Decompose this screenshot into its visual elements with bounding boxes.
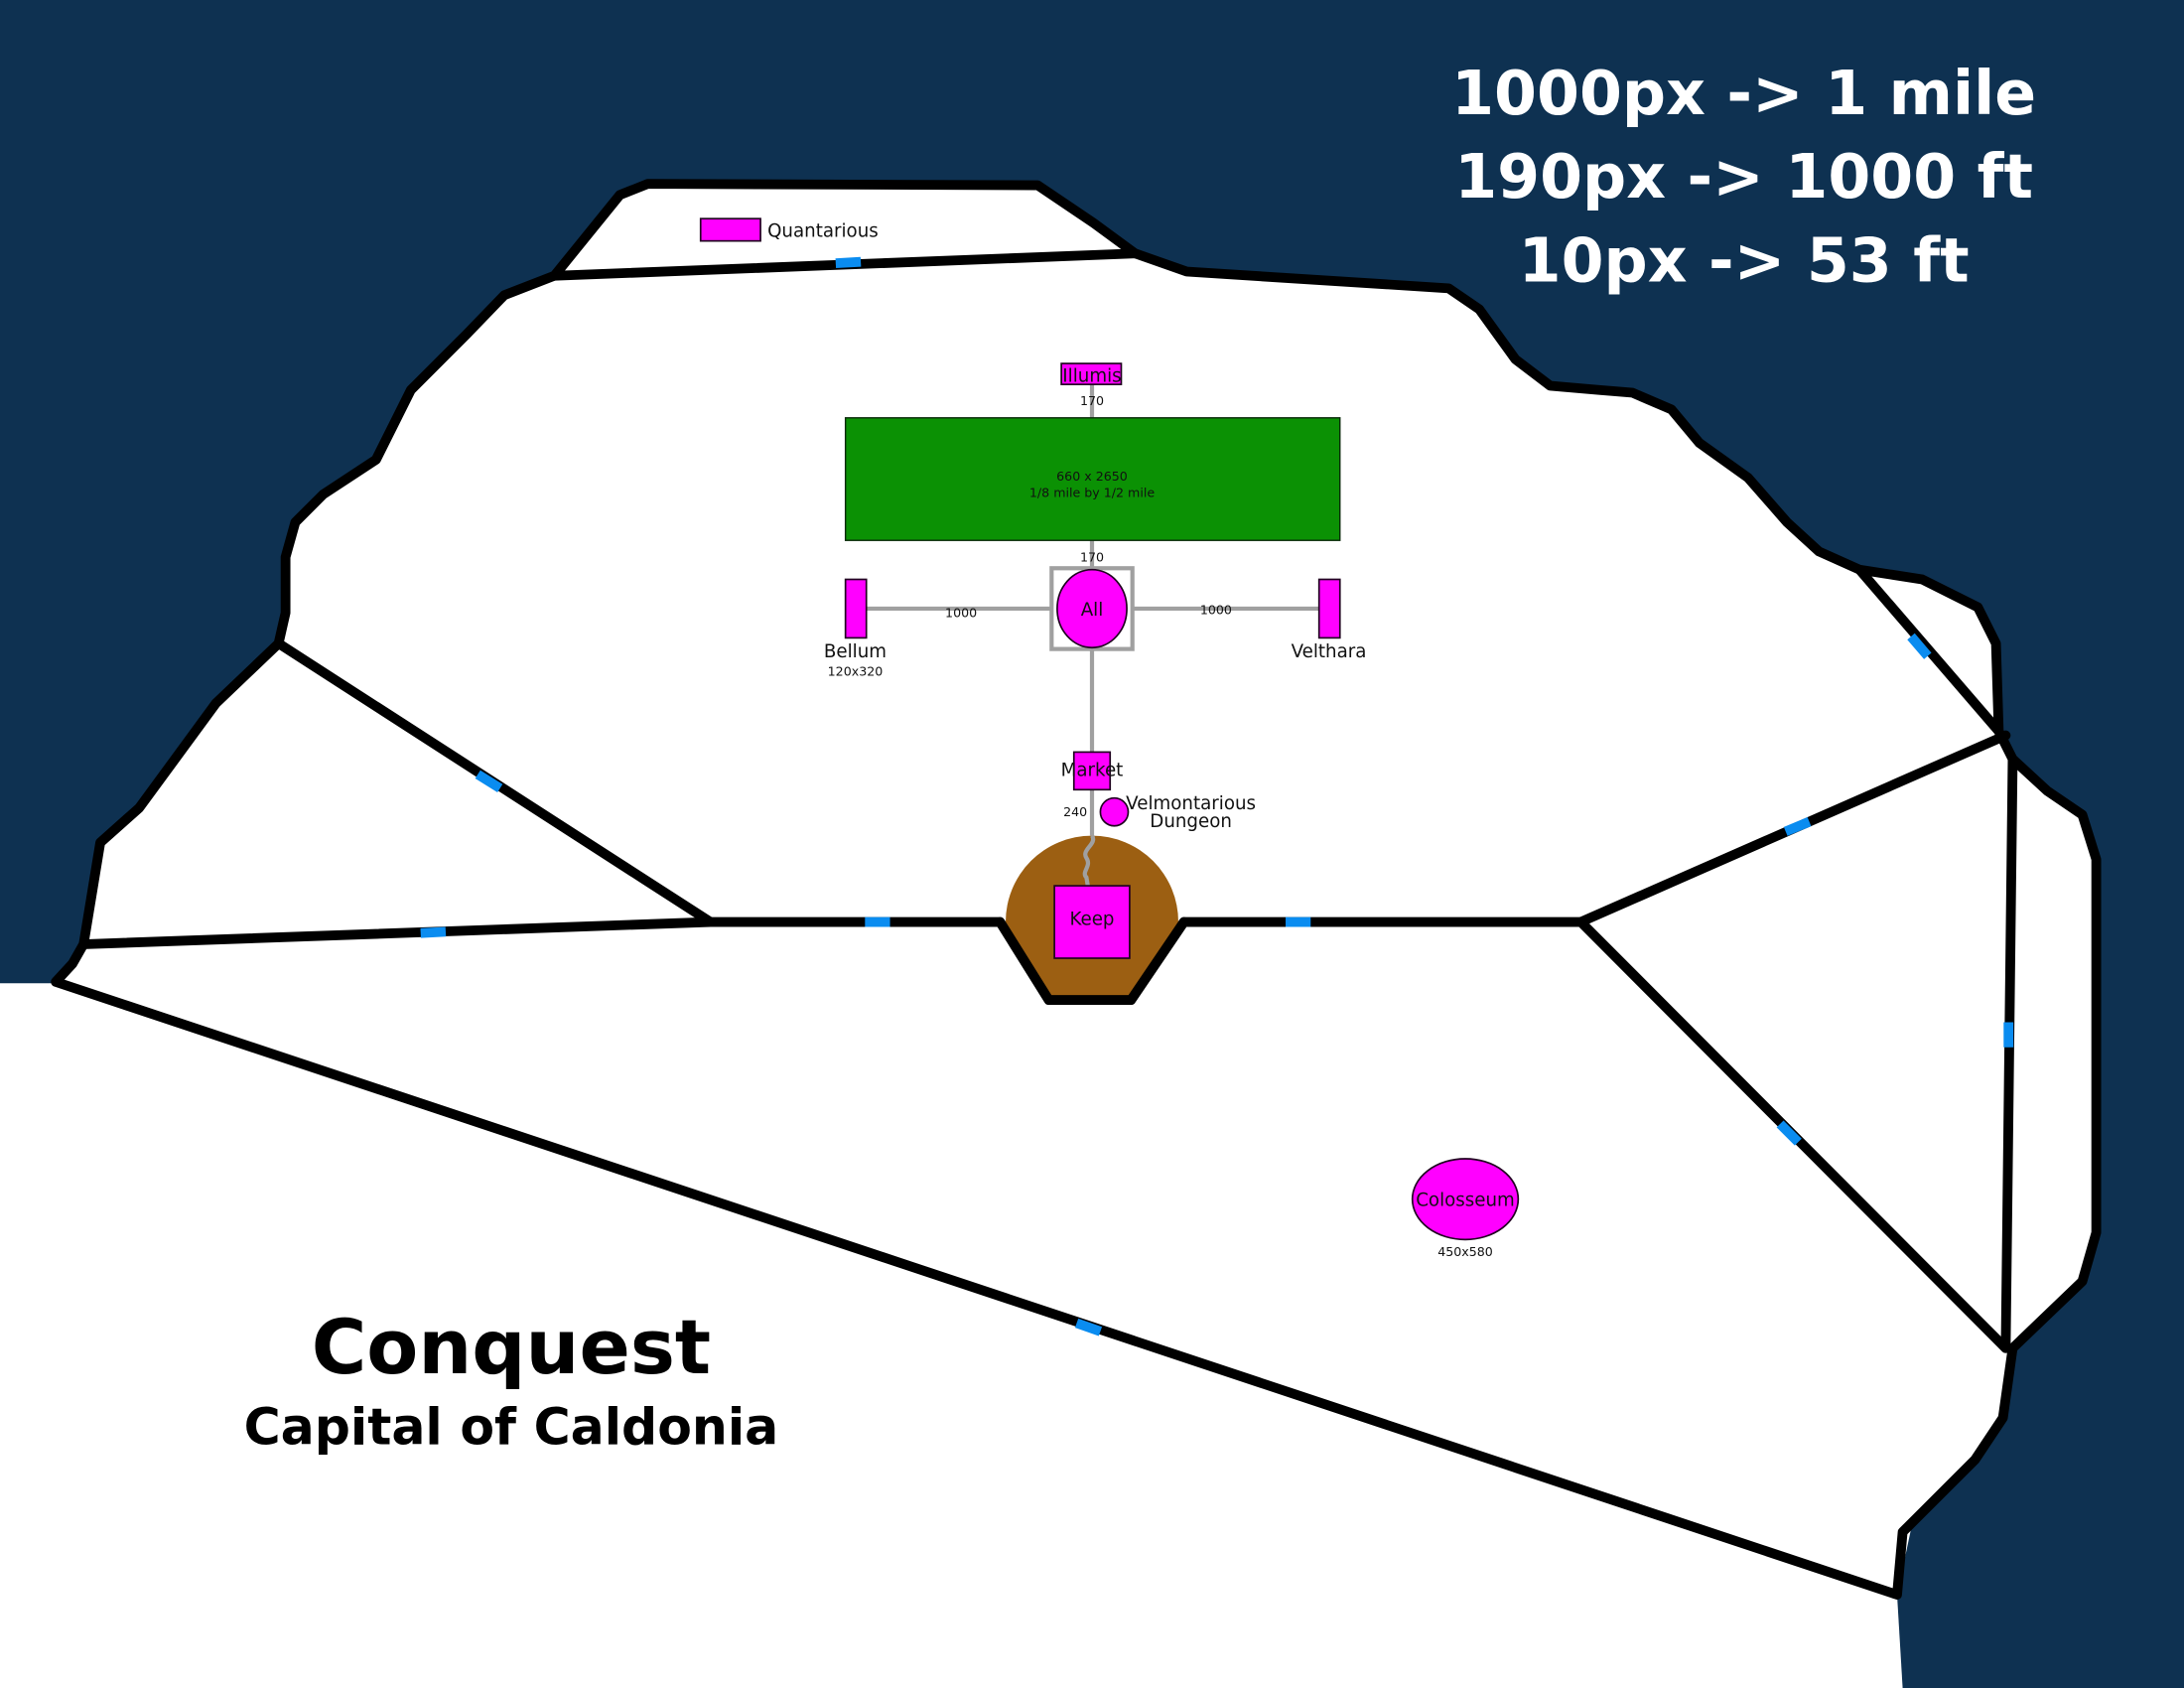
east-inner-wall [2000,754,2018,1353]
building-all[interactable] [1056,568,1128,649]
building-keep[interactable] [1053,885,1131,959]
scale-line-3: 10px -> 53 ft [1519,224,1970,296]
building-bellum[interactable] [844,578,868,639]
label-keep: Keep [1069,909,1114,929]
gate [1907,633,1932,659]
label-quantarious: Quantarious [767,220,879,241]
gate [835,256,862,269]
colosseum-dimensions: 450x580 [1437,1244,1493,1259]
building-market[interactable] [1072,751,1112,791]
gate [1074,1318,1103,1336]
label-market: Market [1061,760,1124,780]
outer-wall [51,179,2102,1600]
distance-park: 170 [1080,549,1104,564]
distance-velthara: 1000 [1200,603,1232,618]
label-colosseum: Colosseum [1416,1191,1515,1211]
gate [475,770,503,793]
building-velmontarious-dungeon[interactable] [1099,796,1130,827]
gate [1783,817,1812,836]
keep-wall [995,916,1189,1006]
building-quantarious[interactable] [699,217,761,242]
scale-line-1: 1000px -> 1 mile [1451,58,2036,129]
label-velthara: Velthara [1292,641,1367,662]
southwest-land [0,983,1903,1688]
label-illumis: Illumis [1062,365,1121,386]
distance-market: 240 [1063,804,1087,819]
distance-illumis: 170 [1080,393,1104,408]
label-bellum: Bellum [824,641,887,662]
label-all: All [1081,600,1104,621]
park[interactable] [844,417,1341,541]
label-dungeon-line2: Dungeon [1150,811,1232,832]
scale-line-2: 190px -> 1000 ft [1454,141,2033,212]
bellum-dimensions: 120x320 [828,663,884,678]
gate [1776,1120,1802,1146]
southwest-wall [78,916,716,949]
map-title: Conquest [312,1304,711,1391]
building-colosseum[interactable] [1411,1158,1520,1241]
label-dungeon-line1: Velmontarious [1126,793,1256,814]
park-miles: 1/8 mile by 1/2 mile [1029,486,1155,500]
building-velthara[interactable] [1317,578,1341,639]
road-keep-winding [1082,834,1096,887]
distance-bellum: 1000 [945,605,977,620]
gate [420,926,447,938]
park-dimensions: 660 x 2650 [1056,469,1128,484]
building-illumis[interactable] [1060,362,1123,385]
map-subtitle: Capital of Caldonia [244,1398,779,1457]
